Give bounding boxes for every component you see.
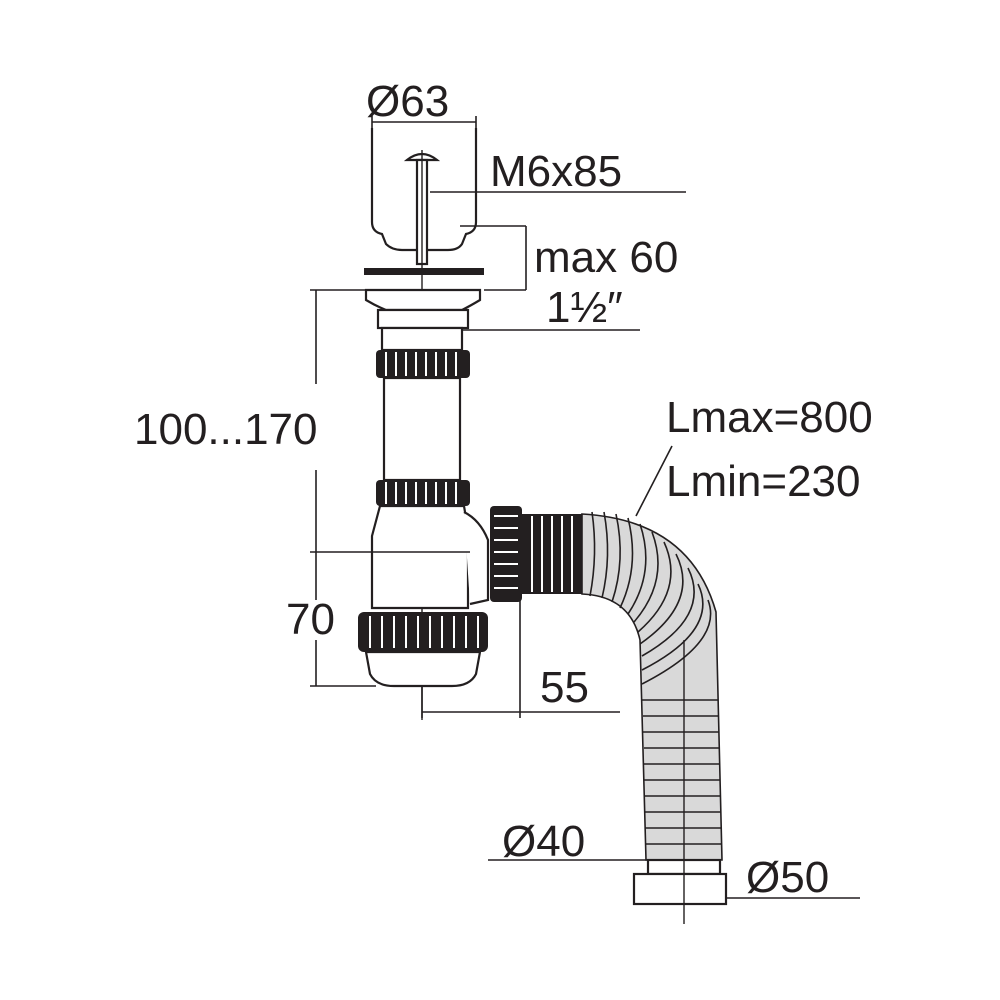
label-outlet-inner-diameter: Ø40 — [502, 817, 585, 866]
dimension-lines — [310, 116, 860, 899]
upper-nut — [376, 326, 470, 378]
label-thread: 1½″ — [546, 283, 623, 332]
side-outlet-connector — [490, 506, 582, 602]
label-lmax: Lmax=800 — [666, 393, 873, 442]
strainer-basket — [370, 128, 478, 720]
label-offset: 55 — [540, 663, 589, 712]
label-lmin: Lmin=230 — [666, 457, 860, 506]
sink-flange — [364, 268, 484, 330]
lower-nut — [376, 480, 470, 506]
label-trap-height: 70 — [286, 595, 335, 644]
label-max-thickness: max 60 — [534, 233, 678, 282]
flexible-hose — [581, 511, 728, 924]
label-height-range: 100...170 — [134, 405, 318, 454]
label-outlet-outer-diameter: Ø50 — [746, 853, 829, 902]
label-strainer-diameter: Ø63 — [366, 77, 449, 126]
vertical-pipe — [382, 376, 462, 482]
bottle-trap — [358, 504, 490, 688]
label-screw: M6x85 — [490, 147, 622, 196]
